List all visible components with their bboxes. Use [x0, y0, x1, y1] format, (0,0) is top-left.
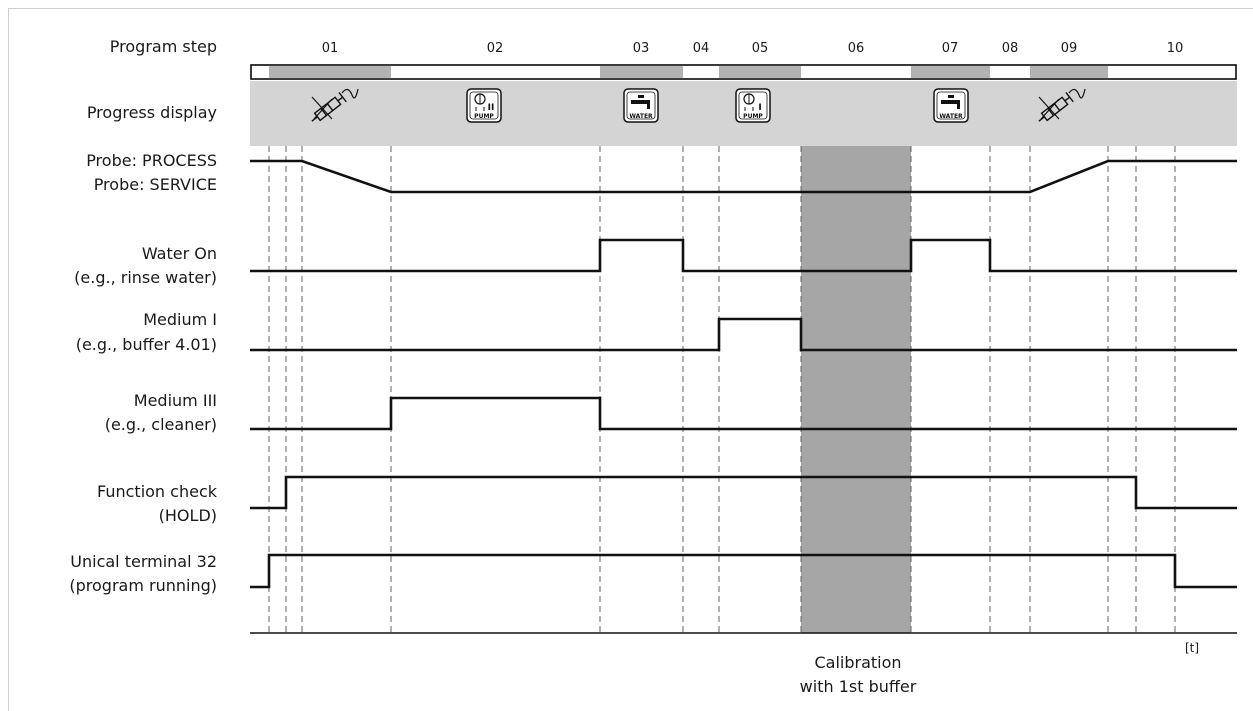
- diagram-frame: [8, 8, 1253, 711]
- probe-syringe-icon: [1038, 88, 1086, 122]
- step-number: 02: [487, 41, 504, 56]
- unical-terminal-sublabel: (program running): [69, 576, 217, 595]
- progress-display-label: Progress display: [87, 103, 217, 122]
- water-tap-icon: WATER: [623, 88, 659, 123]
- calibration-label: Calibration: [814, 653, 901, 672]
- probe-service-label: Probe: SERVICE: [94, 175, 217, 194]
- pump-text: PUMP: [474, 113, 494, 120]
- step-07-shade: [911, 65, 990, 79]
- probe-position-trace: [250, 159, 1237, 194]
- row-labels: Program step Progress display Probe: PRO…: [69, 37, 217, 595]
- pump-ii-icon: II PUMP: [466, 88, 502, 123]
- medium3-sublabel: (e.g., cleaner): [105, 415, 217, 434]
- medium3-label: Medium III: [134, 391, 217, 410]
- step-number: 01: [322, 41, 339, 56]
- probe-syringe-icon: [311, 88, 359, 122]
- step-01-shade: [269, 65, 391, 79]
- water-tap-icon: WATER: [933, 88, 969, 123]
- pump-text: PUMP: [743, 113, 763, 120]
- step-09-shade: [1030, 65, 1108, 79]
- step-number: 10: [1167, 41, 1184, 56]
- step-boundary-guides: [268, 146, 1176, 633]
- pump-roman: I: [758, 103, 761, 113]
- water-text: WATER: [939, 113, 963, 120]
- step-number: 09: [1061, 41, 1078, 56]
- water-on-sublabel: (e.g., rinse water): [74, 268, 217, 287]
- step-number: 07: [942, 41, 959, 56]
- water-text: WATER: [629, 113, 653, 120]
- medium1-label: Medium I: [143, 310, 217, 329]
- step-05-shade: [719, 65, 801, 79]
- pump-i-icon: I PUMP: [735, 88, 771, 123]
- unical-terminal-label: Unical terminal 32: [70, 552, 217, 571]
- pump-roman: II: [488, 103, 495, 113]
- calibration-sublabel: with 1st buffer: [800, 677, 917, 696]
- medium1-trace: [250, 317, 1237, 352]
- step-number: 08: [1002, 41, 1019, 56]
- calibration-region: [801, 146, 911, 633]
- water-on-label: Water On: [142, 244, 217, 263]
- step-number: 03: [633, 41, 650, 56]
- step-numbers: 01 02 03 04 05 06 07 08 09 10: [322, 41, 1184, 56]
- program-step-bar: [250, 64, 1237, 80]
- water-on-trace: [250, 238, 1237, 273]
- medium1-sublabel: (e.g., buffer 4.01): [76, 335, 217, 354]
- step-number: 04: [693, 41, 710, 56]
- step-number: 06: [848, 41, 865, 56]
- probe-process-label: Probe: PROCESS: [86, 151, 217, 170]
- function-check-label: Function check: [97, 482, 218, 501]
- function-check-sublabel: (HOLD): [159, 506, 217, 525]
- program-step-label: Program step: [110, 37, 217, 56]
- step-03-shade: [600, 65, 683, 79]
- step-number: 05: [752, 41, 769, 56]
- time-axis-label: [t]: [1185, 641, 1199, 655]
- medium3-trace: [250, 396, 1237, 431]
- function-check-trace: [250, 475, 1237, 510]
- unical-terminal-trace: [250, 553, 1237, 589]
